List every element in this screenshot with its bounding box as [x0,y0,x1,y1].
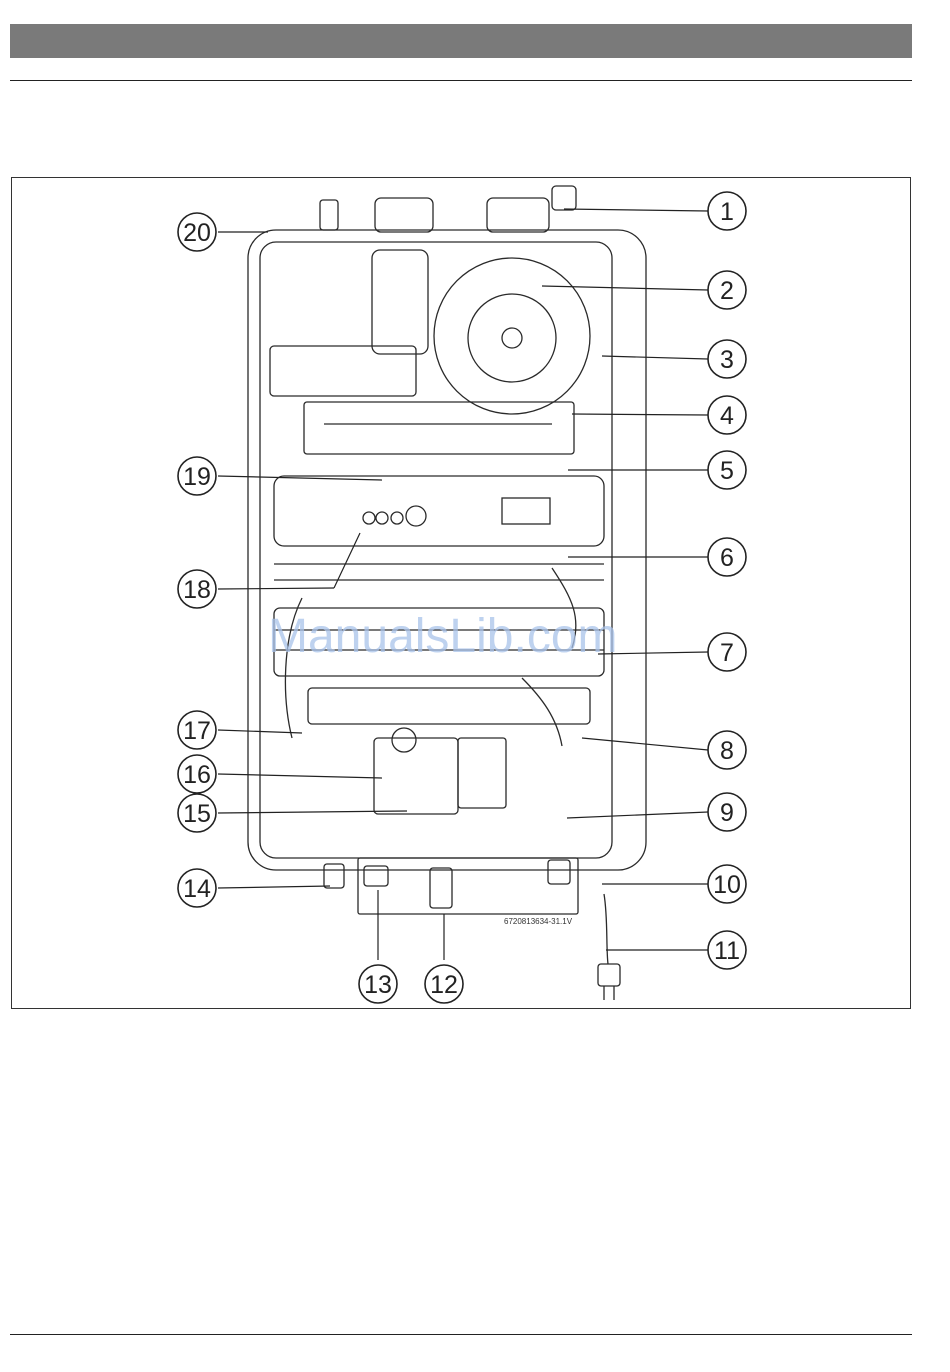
leader-lines [218,209,708,960]
callout-3: 3 [708,340,746,378]
callout-14: 14 [178,869,216,907]
callout-13: 13 [359,965,397,1003]
fan-impeller [468,294,556,382]
callout-5: 5 [708,451,746,489]
connection-13 [364,866,388,886]
callout-label-16: 16 [183,761,211,789]
callout-label-15: 15 [183,800,211,828]
callout-label-6: 6 [720,544,734,572]
watermark: ManualsLib.com [268,610,618,663]
callout-label-10: 10 [713,871,741,899]
bottom-plate [358,858,578,914]
connection-right [548,860,570,884]
callout-label-19: 19 [183,463,211,491]
connection-left [324,864,344,888]
valve-actuator [458,738,506,808]
callout-label-11: 11 [714,937,740,965]
callout-label-17: 17 [183,717,211,745]
figure-code: 6720813634-31.1V [504,917,573,926]
callout-12: 12 [425,965,463,1003]
sensor-port-4 [406,506,426,526]
header-rule [10,80,912,81]
flue-connection-right [487,198,549,232]
sensor-port-1 [363,512,375,524]
callout-10: 10 [708,865,746,903]
callout-label-14: 14 [183,875,211,903]
callout-16: 16 [178,755,216,793]
callout-label-18: 18 [183,576,211,604]
callout-label-8: 8 [720,737,734,765]
flue-connection-left [375,198,433,232]
callout-7: 7 [708,633,746,671]
callout-label-4: 4 [720,402,734,430]
callout-label-1: 1 [720,198,734,226]
heat-exchanger-upper [274,476,604,546]
header-bar [10,24,912,58]
gas-inlet [430,868,452,908]
callout-label-12: 12 [430,971,458,999]
power-cord [604,894,608,964]
callout-label-7: 7 [720,639,734,667]
callout-15: 15 [178,794,216,832]
terminal-block [502,498,550,524]
callout-9: 9 [708,793,746,831]
silencer [372,250,428,354]
callout-2: 2 [708,271,746,309]
callout-18: 18 [178,570,216,608]
fan-hub [502,328,522,348]
callout-8: 8 [708,731,746,769]
callout-label-2: 2 [720,277,734,305]
air-vent [552,186,576,210]
callout-19: 19 [178,457,216,495]
valve-cap [392,728,416,752]
callout-label-5: 5 [720,457,734,485]
footer-rule [10,1334,912,1335]
figure-frame: 1 2 3 4 5 6 7 8 9 10 11 12 13 14 15 16 1… [11,177,911,1009]
frame-outline [260,242,612,858]
callout-6: 6 [708,538,746,576]
callout-11: 11 [708,931,746,969]
casing-outline [248,230,646,870]
callout-17: 17 [178,711,216,749]
power-plug [598,964,620,986]
sensor-port-3 [391,512,403,524]
burner-block [304,402,574,454]
callout-1: 1 [708,192,746,230]
top-valve [320,200,338,230]
gas-valve [374,738,458,814]
callout-label-20: 20 [183,219,211,247]
callout-20: 20 [178,213,216,251]
callout-label-13: 13 [364,971,392,999]
callout-label-9: 9 [720,799,734,827]
sensor-port-2 [376,512,388,524]
callout-4: 4 [708,396,746,434]
callout-label-3: 3 [720,346,734,374]
fan-housing [434,258,590,414]
finned-section [308,688,590,724]
appliance-diagram: 1 2 3 4 5 6 7 8 9 10 11 12 13 14 15 16 1… [12,178,912,1010]
